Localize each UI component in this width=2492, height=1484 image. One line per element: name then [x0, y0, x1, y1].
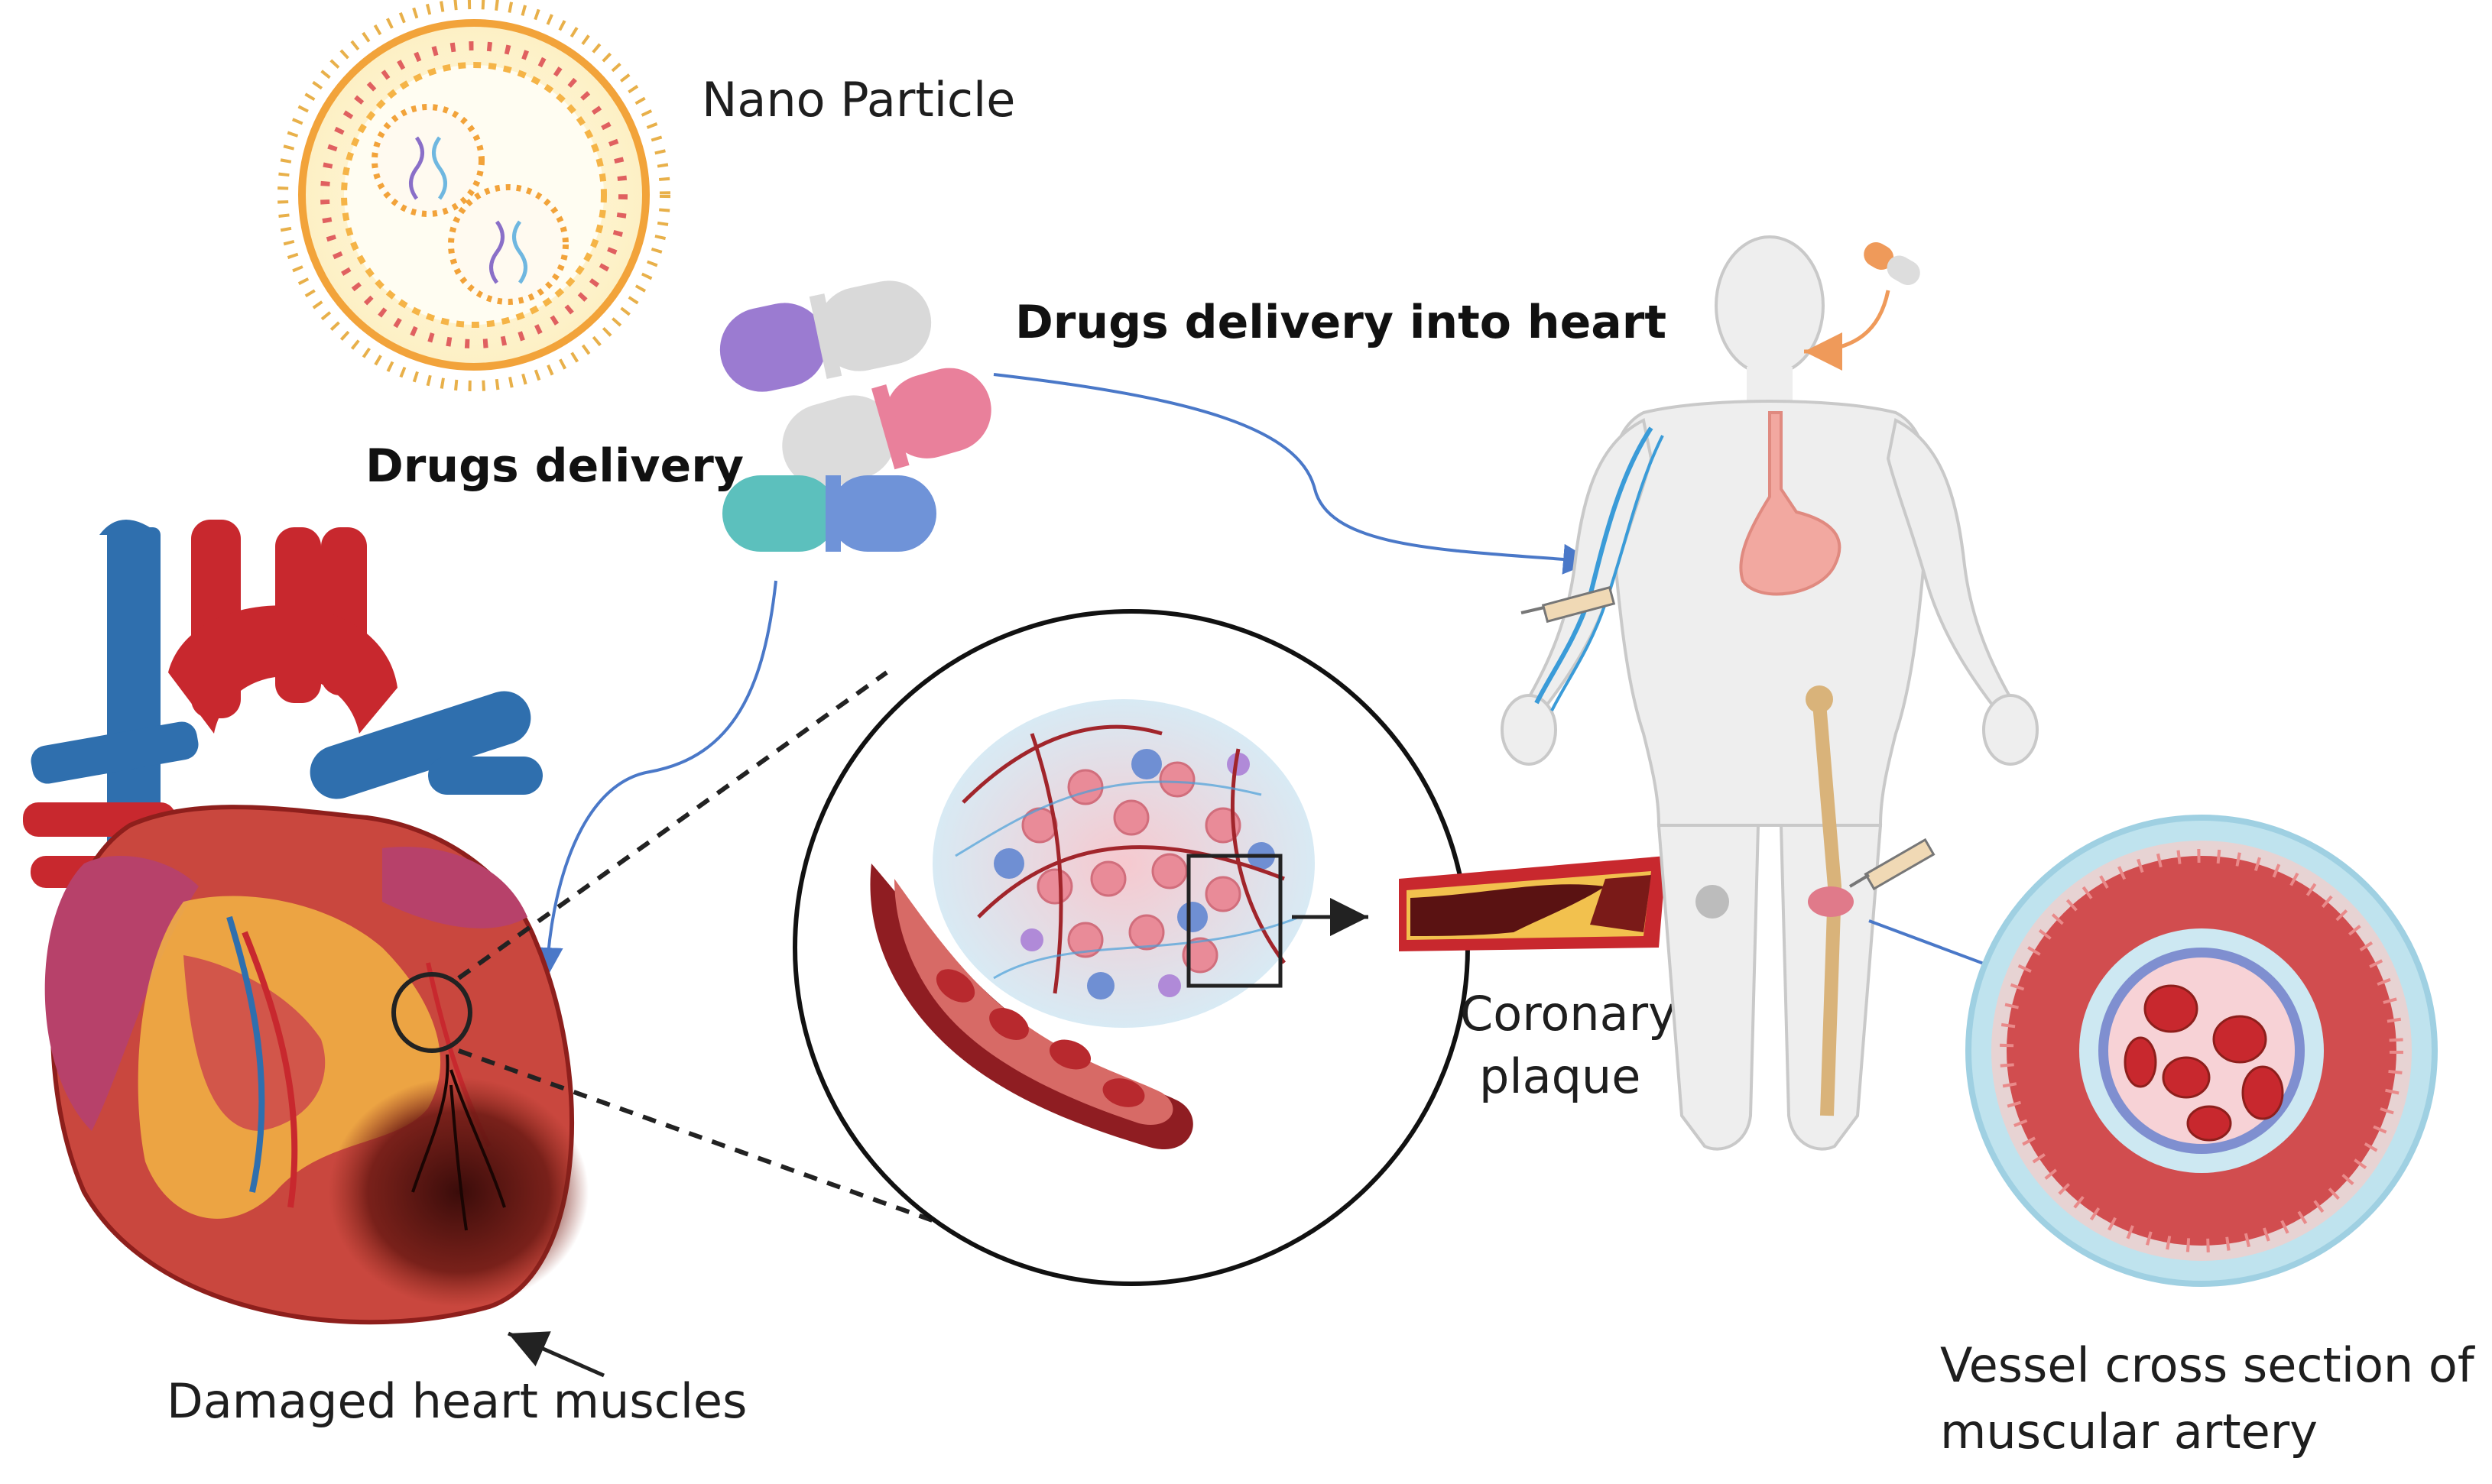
drugs-delivery-heart-label: Drugs delivery into heart	[1015, 296, 1666, 349]
nano-particle-label: Nano Particle	[702, 72, 1015, 128]
human-body-illustration	[1501, 235, 2039, 1151]
syringe-arm-icon	[1520, 585, 1616, 624]
coronary-plaque-label-line2: plaque	[1479, 1048, 1640, 1104]
syringe-knee-icon	[1848, 838, 1936, 891]
coronary-plaque-icon	[1399, 856, 1666, 951]
zoom-connector-bottom	[457, 1048, 972, 1236]
heart-illustration	[23, 520, 589, 1325]
capsule-teal-icon	[722, 475, 936, 552]
vessel-cross-section-icon	[1965, 815, 2438, 1287]
capsule-purple-icon	[719, 280, 932, 392]
arrow-oral	[1803, 290, 1890, 371]
drugs-delivery-label: Drugs delivery	[365, 439, 744, 493]
arrow-damaged-heart	[507, 1331, 605, 1378]
coronary-plaque-label-line1: Coronary	[1460, 986, 1676, 1042]
vessel-cross-section-label-line2: muscular artery	[1940, 1404, 2318, 1460]
nano-particle-icon	[277, 0, 670, 391]
capsule-pink-icon	[782, 368, 991, 488]
pill-oral-icon	[1864, 242, 1920, 285]
tissue-zoom-circle	[793, 609, 1470, 1286]
damaged-heart-label: Damaged heart muscles	[167, 1373, 747, 1429]
arrow-to-body	[993, 373, 1595, 575]
arrow-to-heart	[532, 580, 777, 979]
vessel-cross-section-label-line1: Vessel cross section of	[1940, 1337, 2476, 1393]
